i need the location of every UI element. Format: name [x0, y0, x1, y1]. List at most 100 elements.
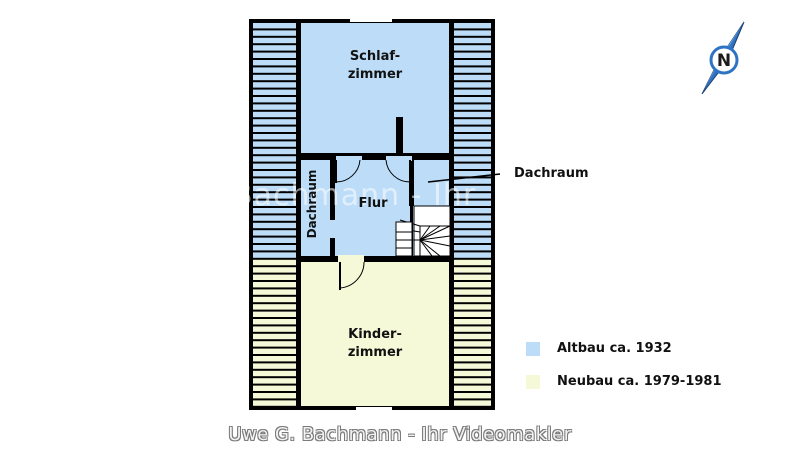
- label-schlafzimmer: Schlaf- zimmer: [320, 48, 430, 84]
- stair-step: [253, 311, 296, 317]
- stair-step: [454, 230, 491, 236]
- stair-step: [454, 148, 491, 155]
- stair-step: [454, 363, 491, 369]
- stair-step: [253, 378, 296, 384]
- stair-step: [454, 385, 491, 391]
- stair-step: [253, 400, 296, 406]
- stair-step: [454, 97, 491, 103]
- stair-step: [454, 245, 491, 251]
- stair-step: [454, 311, 491, 317]
- stair-step: [253, 97, 296, 103]
- stair-step: [253, 67, 296, 73]
- stair-step: [253, 52, 296, 58]
- stair-step: [454, 82, 491, 88]
- stair-step: [253, 104, 296, 110]
- stair-step: [454, 215, 491, 221]
- stair-step: [253, 333, 296, 340]
- stair-step: [253, 141, 296, 147]
- stair-step: [454, 378, 491, 384]
- label-dachraum-right: Dachraum: [514, 166, 589, 181]
- stair-step: [253, 267, 296, 273]
- stair-step: [454, 37, 491, 44]
- label-line: zimmer: [347, 345, 403, 360]
- stair-step: [454, 52, 491, 58]
- label-kinderzimmer: Kinder- zimmer: [316, 326, 434, 362]
- stair-step: [454, 326, 491, 332]
- stair-step: [454, 89, 491, 95]
- stair-step: [253, 341, 296, 347]
- stair-step: [454, 259, 491, 266]
- stair-step: [454, 141, 491, 147]
- watermark: Uwe G. Bachmann - Ihr Videomakler: [228, 424, 572, 445]
- room-dachraum-left: [300, 160, 330, 258]
- stair-step: [454, 370, 491, 377]
- stair-step: [454, 341, 491, 347]
- label-dachraum-left-text: Dachraum: [305, 169, 319, 239]
- stair-step: [253, 178, 296, 184]
- stair-step: [454, 289, 491, 295]
- stairs-right: [454, 23, 491, 406]
- stair-step: [253, 393, 296, 399]
- stair-step: [253, 134, 296, 140]
- callout-line: [427, 173, 501, 183]
- stair-step: [253, 252, 296, 258]
- door-flur-dachraum: [385, 156, 412, 183]
- stair-step: [454, 178, 491, 184]
- stair-step: [454, 45, 491, 51]
- stair-step: [253, 82, 296, 88]
- stair-step: [454, 134, 491, 140]
- stair-step: [454, 67, 491, 73]
- stair-step: [454, 104, 491, 110]
- stair-step: [253, 274, 296, 280]
- stair-step: [253, 185, 296, 192]
- stair-step: [253, 222, 296, 229]
- stair-step: [454, 60, 491, 66]
- stair-step: [253, 319, 296, 325]
- stair-step: [253, 282, 296, 288]
- watermark-center: Bachmann - Ihr: [232, 178, 477, 213]
- stair-step: [253, 156, 296, 162]
- wall-segment: [330, 156, 335, 260]
- stair-step: [454, 356, 491, 362]
- stair-step: [454, 267, 491, 273]
- stair-step: [253, 126, 296, 132]
- stair-step: [454, 304, 491, 310]
- stair-step: [454, 348, 491, 354]
- stair-step: [253, 289, 296, 295]
- stair-step: [454, 208, 491, 214]
- stair-step: [454, 111, 491, 118]
- wall-segment: [396, 117, 403, 157]
- door-kinderzimmer: [338, 255, 365, 290]
- stair-step: [253, 23, 296, 29]
- stair-step: [253, 171, 296, 177]
- stair-step: [253, 89, 296, 95]
- stair-step: [253, 45, 296, 51]
- stair-step: [253, 200, 296, 206]
- stair-step: [253, 370, 296, 377]
- window: [350, 19, 392, 22]
- stair-step: [454, 274, 491, 280]
- stair-step: [253, 163, 296, 169]
- stair-step: [454, 171, 491, 177]
- stair-step: [253, 304, 296, 310]
- wall-segment: [296, 19, 301, 410]
- legend-label-neubau: Neubau ca. 1979-1981: [557, 374, 722, 389]
- stair-step: [253, 208, 296, 214]
- stair-step: [253, 385, 296, 391]
- spiral-staircase: [395, 205, 451, 257]
- stair-step: [454, 126, 491, 132]
- stair-step: [454, 400, 491, 406]
- stair-step: [454, 393, 491, 399]
- wall-segment: [409, 156, 414, 206]
- stair-step: [454, 23, 491, 29]
- stair-step: [454, 119, 491, 125]
- stair-step: [454, 30, 491, 36]
- label-line: Kinder-: [348, 327, 402, 342]
- label-line: Schlaf-: [349, 49, 401, 64]
- stair-step: [253, 148, 296, 155]
- stair-step: [253, 326, 296, 332]
- door-dachraum-left: [330, 220, 336, 238]
- stair-step: [253, 356, 296, 362]
- stair-step: [253, 119, 296, 125]
- stair-step: [454, 296, 491, 303]
